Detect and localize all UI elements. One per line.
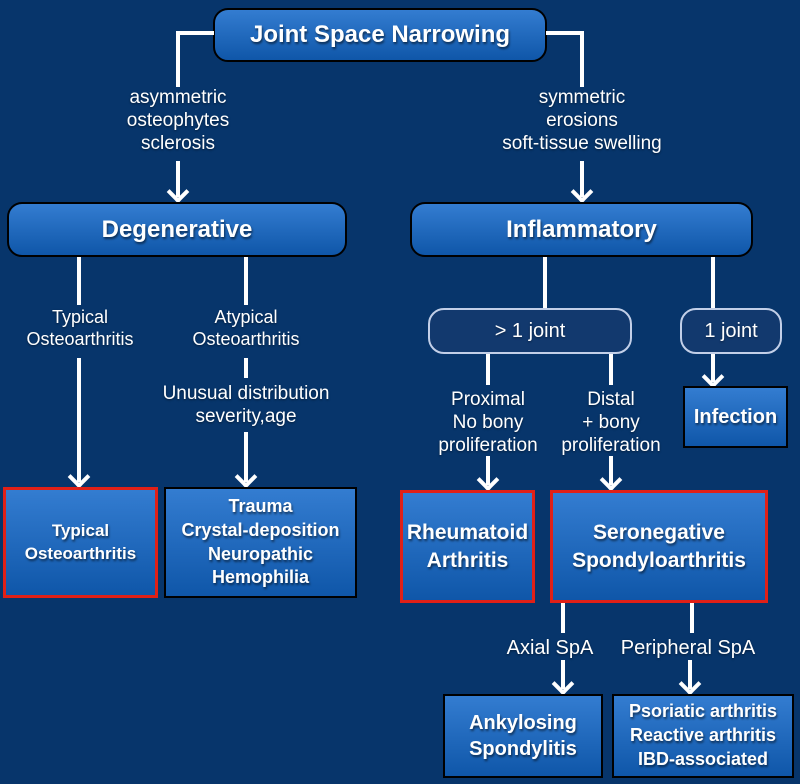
node-multi-joint-condition: > 1 joint [428, 308, 632, 354]
node-inflammatory: Inflammatory [410, 202, 753, 257]
condition-label: > 1 joint [494, 319, 566, 342]
node-label: Infection [693, 405, 778, 428]
node-atypical-causes-result: Trauma Crystal-deposition Neuropathic He… [164, 487, 357, 598]
node-single-joint-condition: 1 joint [680, 308, 782, 354]
label-proximal-criteria: Proximal No bony proliferation [438, 389, 538, 457]
arrow-head-icon [234, 465, 258, 489]
label-distal-criteria: Distal + bony proliferation [561, 389, 661, 457]
connector-root-right-horizontal [546, 31, 584, 35]
arrow-to-infection [701, 354, 725, 389]
arrow-head-icon [67, 465, 91, 489]
arrow-head-icon [476, 468, 500, 492]
node-typical-osteoarthritis-result: Typical Osteoarthritis [3, 487, 158, 598]
node-joint-space-narrowing: Joint Space Narrowing [213, 8, 547, 62]
connector-multijoint-proximal [486, 354, 490, 385]
connector-degenerative-typical [77, 257, 81, 305]
connector-degenerative-atypical [244, 257, 248, 305]
node-label: Typical Osteoarthritis [24, 521, 137, 563]
label-typical-osteoarthritis-branch: Typical Osteoarthritis [26, 307, 134, 349]
arrow-shaft [244, 432, 248, 482]
node-label: Joint Space Narrowing [249, 21, 511, 49]
arrow-shaft [580, 161, 584, 197]
arrow-shaft [77, 358, 81, 482]
arrow-shaft [486, 456, 490, 485]
arrow-head-icon [678, 672, 702, 696]
node-label: Ankylosing Spondylitis [469, 711, 577, 760]
connector-root-left-vertical [176, 31, 180, 87]
arrow-to-rheumatoid [476, 456, 500, 492]
label-axial-spa: Axial SpA [506, 637, 594, 659]
node-label: Psoriatic arthritis Reactive arthritis I… [628, 701, 778, 769]
arrow-to-degenerative [166, 161, 190, 204]
node-degenerative: Degenerative [7, 202, 347, 257]
connector-root-right-vertical [580, 31, 584, 87]
connector-seronegative-peripheral [690, 603, 694, 633]
condition-label: 1 joint [704, 319, 758, 342]
connector-inflammatory-multijoint [543, 257, 547, 308]
arrow-head-icon [701, 365, 725, 389]
arrow-shaft [688, 660, 692, 689]
node-ankylosing-spondylitis: Ankylosing Spondylitis [443, 694, 603, 778]
connector-seronegative-axial [561, 603, 565, 633]
connector-root-left-horizontal [176, 31, 214, 35]
node-peripheral-spa-results: Psoriatic arthritis Reactive arthritis I… [612, 694, 794, 778]
node-label: Rheumatoid Arthritis [406, 520, 529, 572]
arrow-head-icon [551, 672, 575, 696]
label-peripheral-spa: Peripheral SpA [620, 637, 756, 659]
arrow-shaft [176, 161, 180, 197]
node-infection: Infection [683, 386, 788, 448]
arrow-head-icon [166, 180, 190, 204]
arrow-head-icon [570, 180, 594, 204]
label-inflammatory-criteria: symmetric erosions soft-tissue swelling [502, 87, 662, 155]
label-atypical-criteria: Unusual distribution severity,age [162, 383, 330, 428]
label-atypical-osteoarthritis-branch: Atypical Osteoarthritis [192, 307, 300, 349]
node-label: Degenerative [101, 215, 253, 243]
arrow-to-inflammatory [570, 161, 594, 204]
connector-inflammatory-singlejoint [711, 257, 715, 308]
connector-multijoint-distal [609, 354, 613, 385]
arrow-shaft [609, 456, 613, 485]
arrow-head-icon [599, 468, 623, 492]
node-label: Inflammatory [506, 215, 657, 243]
arrow-to-typical-result [67, 358, 91, 489]
arrow-to-peripheral-results [678, 660, 702, 696]
label-degenerative-criteria: asymmetric osteophytes sclerosis [126, 87, 230, 155]
node-label: Trauma Crystal-deposition Neuropathic He… [181, 496, 340, 588]
node-seronegative-spondyloarthritis: Seronegative Spondyloarthritis [550, 490, 768, 603]
arrow-to-atypical-result [234, 432, 258, 489]
node-label: Seronegative Spondyloarthritis [572, 520, 746, 572]
arrow-to-ankylosing [551, 660, 575, 696]
connector-atypical-criteria [244, 358, 248, 378]
arrow-to-seronegative [599, 456, 623, 492]
node-rheumatoid-arthritis: Rheumatoid Arthritis [400, 490, 535, 603]
arrow-shaft [711, 354, 715, 382]
arrow-shaft [561, 660, 565, 689]
